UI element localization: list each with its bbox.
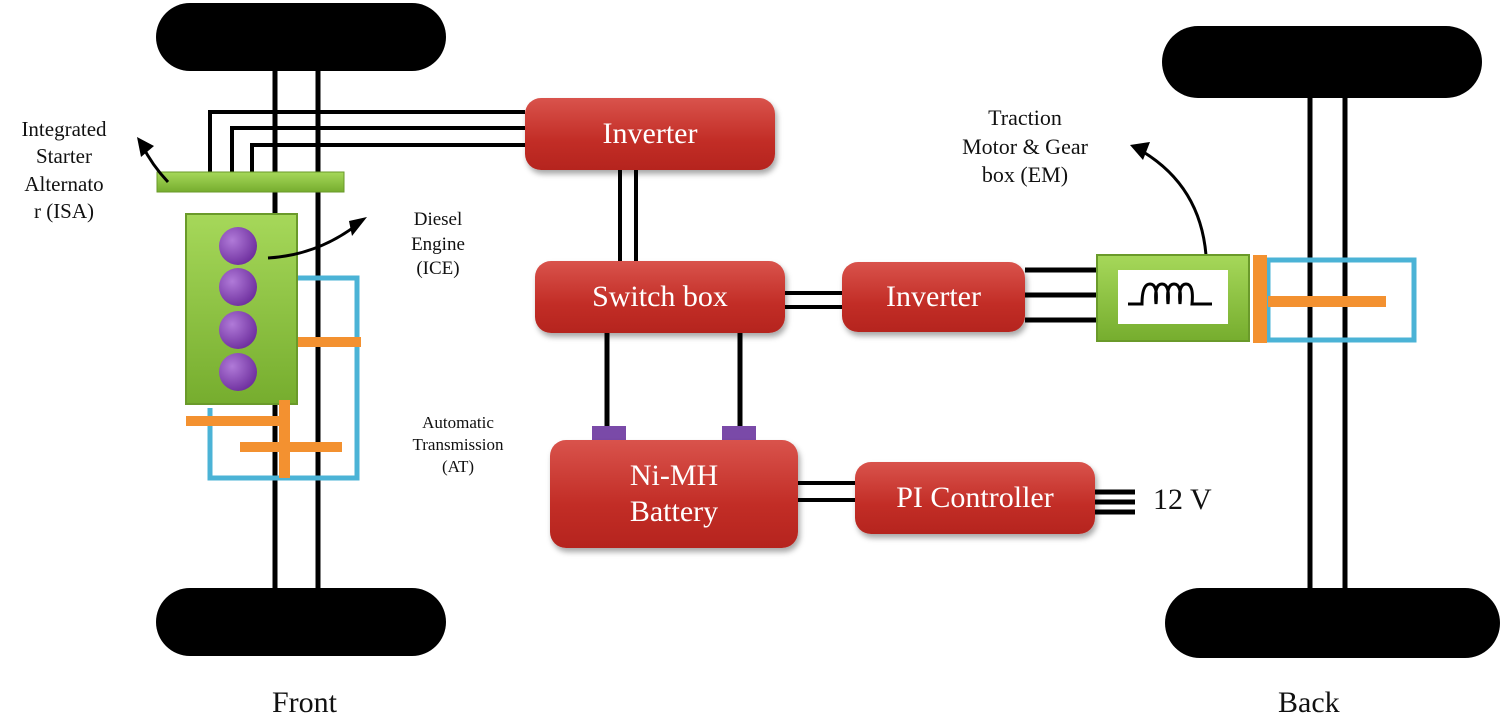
inverter-mid-label: Inverter xyxy=(886,280,981,313)
isa-bar xyxy=(156,171,345,193)
transmission-label: Automatic Transmission (AT) xyxy=(412,413,504,477)
switch-inverter-wires xyxy=(785,291,842,309)
voltage-label: 12 V xyxy=(1153,483,1212,516)
transmission-outline xyxy=(207,275,360,481)
back-caption: Back xyxy=(1278,686,1340,719)
motor-coil-icon xyxy=(1128,282,1212,306)
engine-cylinders xyxy=(219,227,257,391)
motor-coil-panel xyxy=(1118,270,1228,324)
back-axle xyxy=(1307,96,1348,590)
isa-inverter-wires xyxy=(208,110,525,180)
inverter-mid-box: Inverter xyxy=(842,262,1025,332)
inverter-top-box: Inverter xyxy=(525,98,775,170)
back-bottom-wheel xyxy=(1165,588,1500,658)
transmission-gears xyxy=(186,337,361,478)
back-gears xyxy=(1253,255,1386,343)
inverter-switch-wires xyxy=(618,170,638,262)
battery-label: Ni-MH Battery xyxy=(629,459,719,528)
pi-controller-box: PI Controller xyxy=(855,462,1095,534)
inverter-motor-wires xyxy=(1025,267,1098,323)
switch-box-label: Switch box xyxy=(592,280,728,313)
pi-controller-label: PI Controller xyxy=(896,481,1054,514)
battery-terminal-right xyxy=(722,426,756,442)
pi-12v-wires xyxy=(1095,489,1135,515)
switch-battery-wires xyxy=(604,333,743,428)
battery-pi-wires xyxy=(798,481,858,502)
battery-terminal-left xyxy=(592,426,626,442)
front-caption: Front xyxy=(272,686,338,719)
back-top-wheel xyxy=(1162,26,1482,98)
battery-box: Ni-MH Battery xyxy=(550,440,798,548)
isa-label: Integrated Starter Alternato r (ISA) xyxy=(21,117,107,223)
arrowheads xyxy=(137,137,1150,236)
front-top-wheel xyxy=(156,3,446,71)
inverter-top-label: Inverter xyxy=(602,117,698,150)
diesel-engine-label: Diesel Engine (ICE) xyxy=(411,209,465,280)
switch-box: Switch box xyxy=(535,261,785,333)
traction-motor-label: Traction Motor & Gear box (EM) xyxy=(962,105,1088,188)
front-bottom-wheel xyxy=(156,588,446,656)
